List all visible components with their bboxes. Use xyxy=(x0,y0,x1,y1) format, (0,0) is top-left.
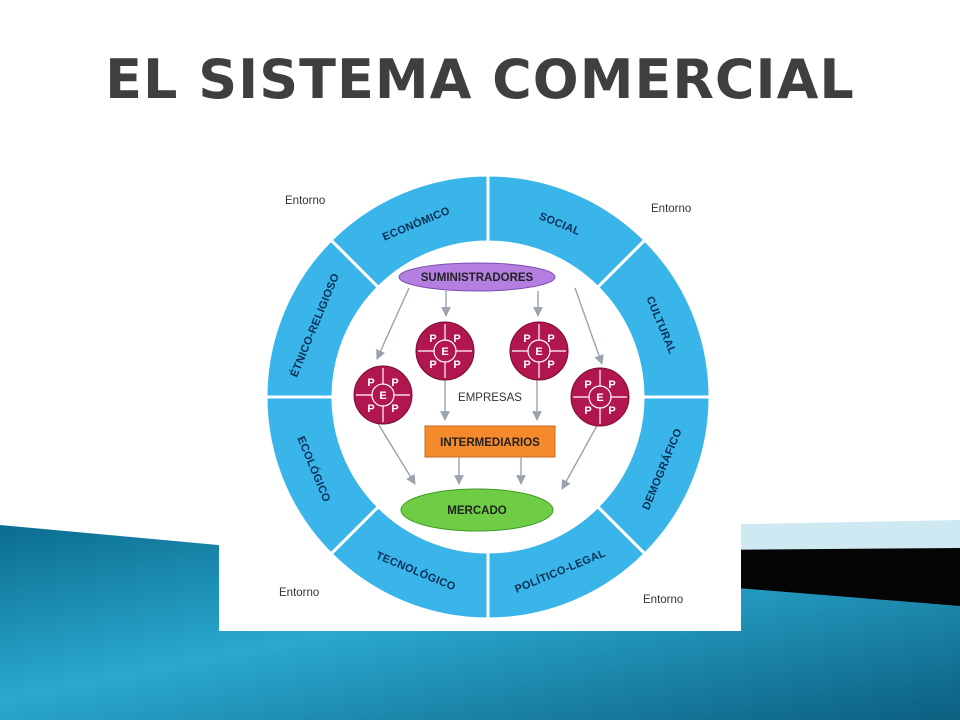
firm-quadrant-letter: P xyxy=(523,333,530,345)
firm-quadrant-letter: P xyxy=(584,379,591,391)
firm-quadrant-letter: P xyxy=(453,359,460,371)
flow-arrow xyxy=(561,421,600,490)
firm-quadrant-letter: P xyxy=(608,379,615,391)
environment-label: Entorno xyxy=(285,195,325,207)
firm-quadrant-letter: P xyxy=(547,333,554,345)
firm-quadrant-letter: P xyxy=(429,333,436,345)
flow-arrow xyxy=(376,421,416,485)
intermediaries-label: INTERMEDIARIOS xyxy=(440,437,540,449)
firm-quadrant-letter: P xyxy=(523,359,530,371)
ring-segment: POLÍTICO-LEGAL xyxy=(486,504,648,621)
ring-segment: ÉTNICO-RELIGIOSO xyxy=(264,237,381,399)
firm-quadrant-letter: P xyxy=(367,377,374,389)
firm-quadrant-letter: P xyxy=(453,333,460,345)
market-label: MERCADO xyxy=(447,505,506,517)
suppliers-node: SUMINISTRADORES xyxy=(398,262,556,292)
firm-circle: EP P P P xyxy=(353,365,413,425)
intermediaries-node: INTERMEDIARIOS xyxy=(424,425,556,458)
diagram-canvas: SOCIALCULTURALDEMOGRÁFICOPOLÍTICO-LEGALT… xyxy=(264,173,712,621)
firms-label: EMPRESAS xyxy=(458,392,522,404)
slide-title: EL SISTEMA COMERCIAL xyxy=(105,48,855,111)
firm-center-letter: E xyxy=(441,346,448,358)
firm-circle: EP P P P xyxy=(570,367,630,427)
firm-quadrant-letter: P xyxy=(584,405,591,417)
flow-arrow xyxy=(574,287,604,365)
firm-center-letter: E xyxy=(535,346,542,358)
flow-arrow xyxy=(376,287,410,360)
firm-quadrant-letter: P xyxy=(391,377,398,389)
flow-arrows xyxy=(376,287,604,490)
environment-label: Entorno xyxy=(643,594,683,606)
firm-quadrant-letter: P xyxy=(429,359,436,371)
suppliers-label: SUMINISTRADORES xyxy=(421,272,534,284)
ring-segment: ECONÓMICO xyxy=(328,173,490,290)
firm-quadrant-letter: P xyxy=(547,359,554,371)
environment-label: Entorno xyxy=(651,203,691,215)
background-light-band xyxy=(700,520,960,552)
ring-segment: ECOLÓGICO xyxy=(264,395,381,557)
firm-center-letter: E xyxy=(379,390,386,402)
firm-center-letter: E xyxy=(596,392,603,404)
firm-circle: EP P P P xyxy=(415,321,475,381)
environment-ring: SOCIALCULTURALDEMOGRÁFICOPOLÍTICO-LEGALT… xyxy=(264,173,712,621)
firm-quadrant-letter: P xyxy=(367,403,374,415)
firm-quadrant-letter: P xyxy=(608,405,615,417)
firm-circle: EP P P P xyxy=(509,321,569,381)
market-node: MERCADO xyxy=(400,488,554,532)
environment-label: Entorno xyxy=(279,587,319,599)
firm-quadrant-letter: P xyxy=(391,403,398,415)
